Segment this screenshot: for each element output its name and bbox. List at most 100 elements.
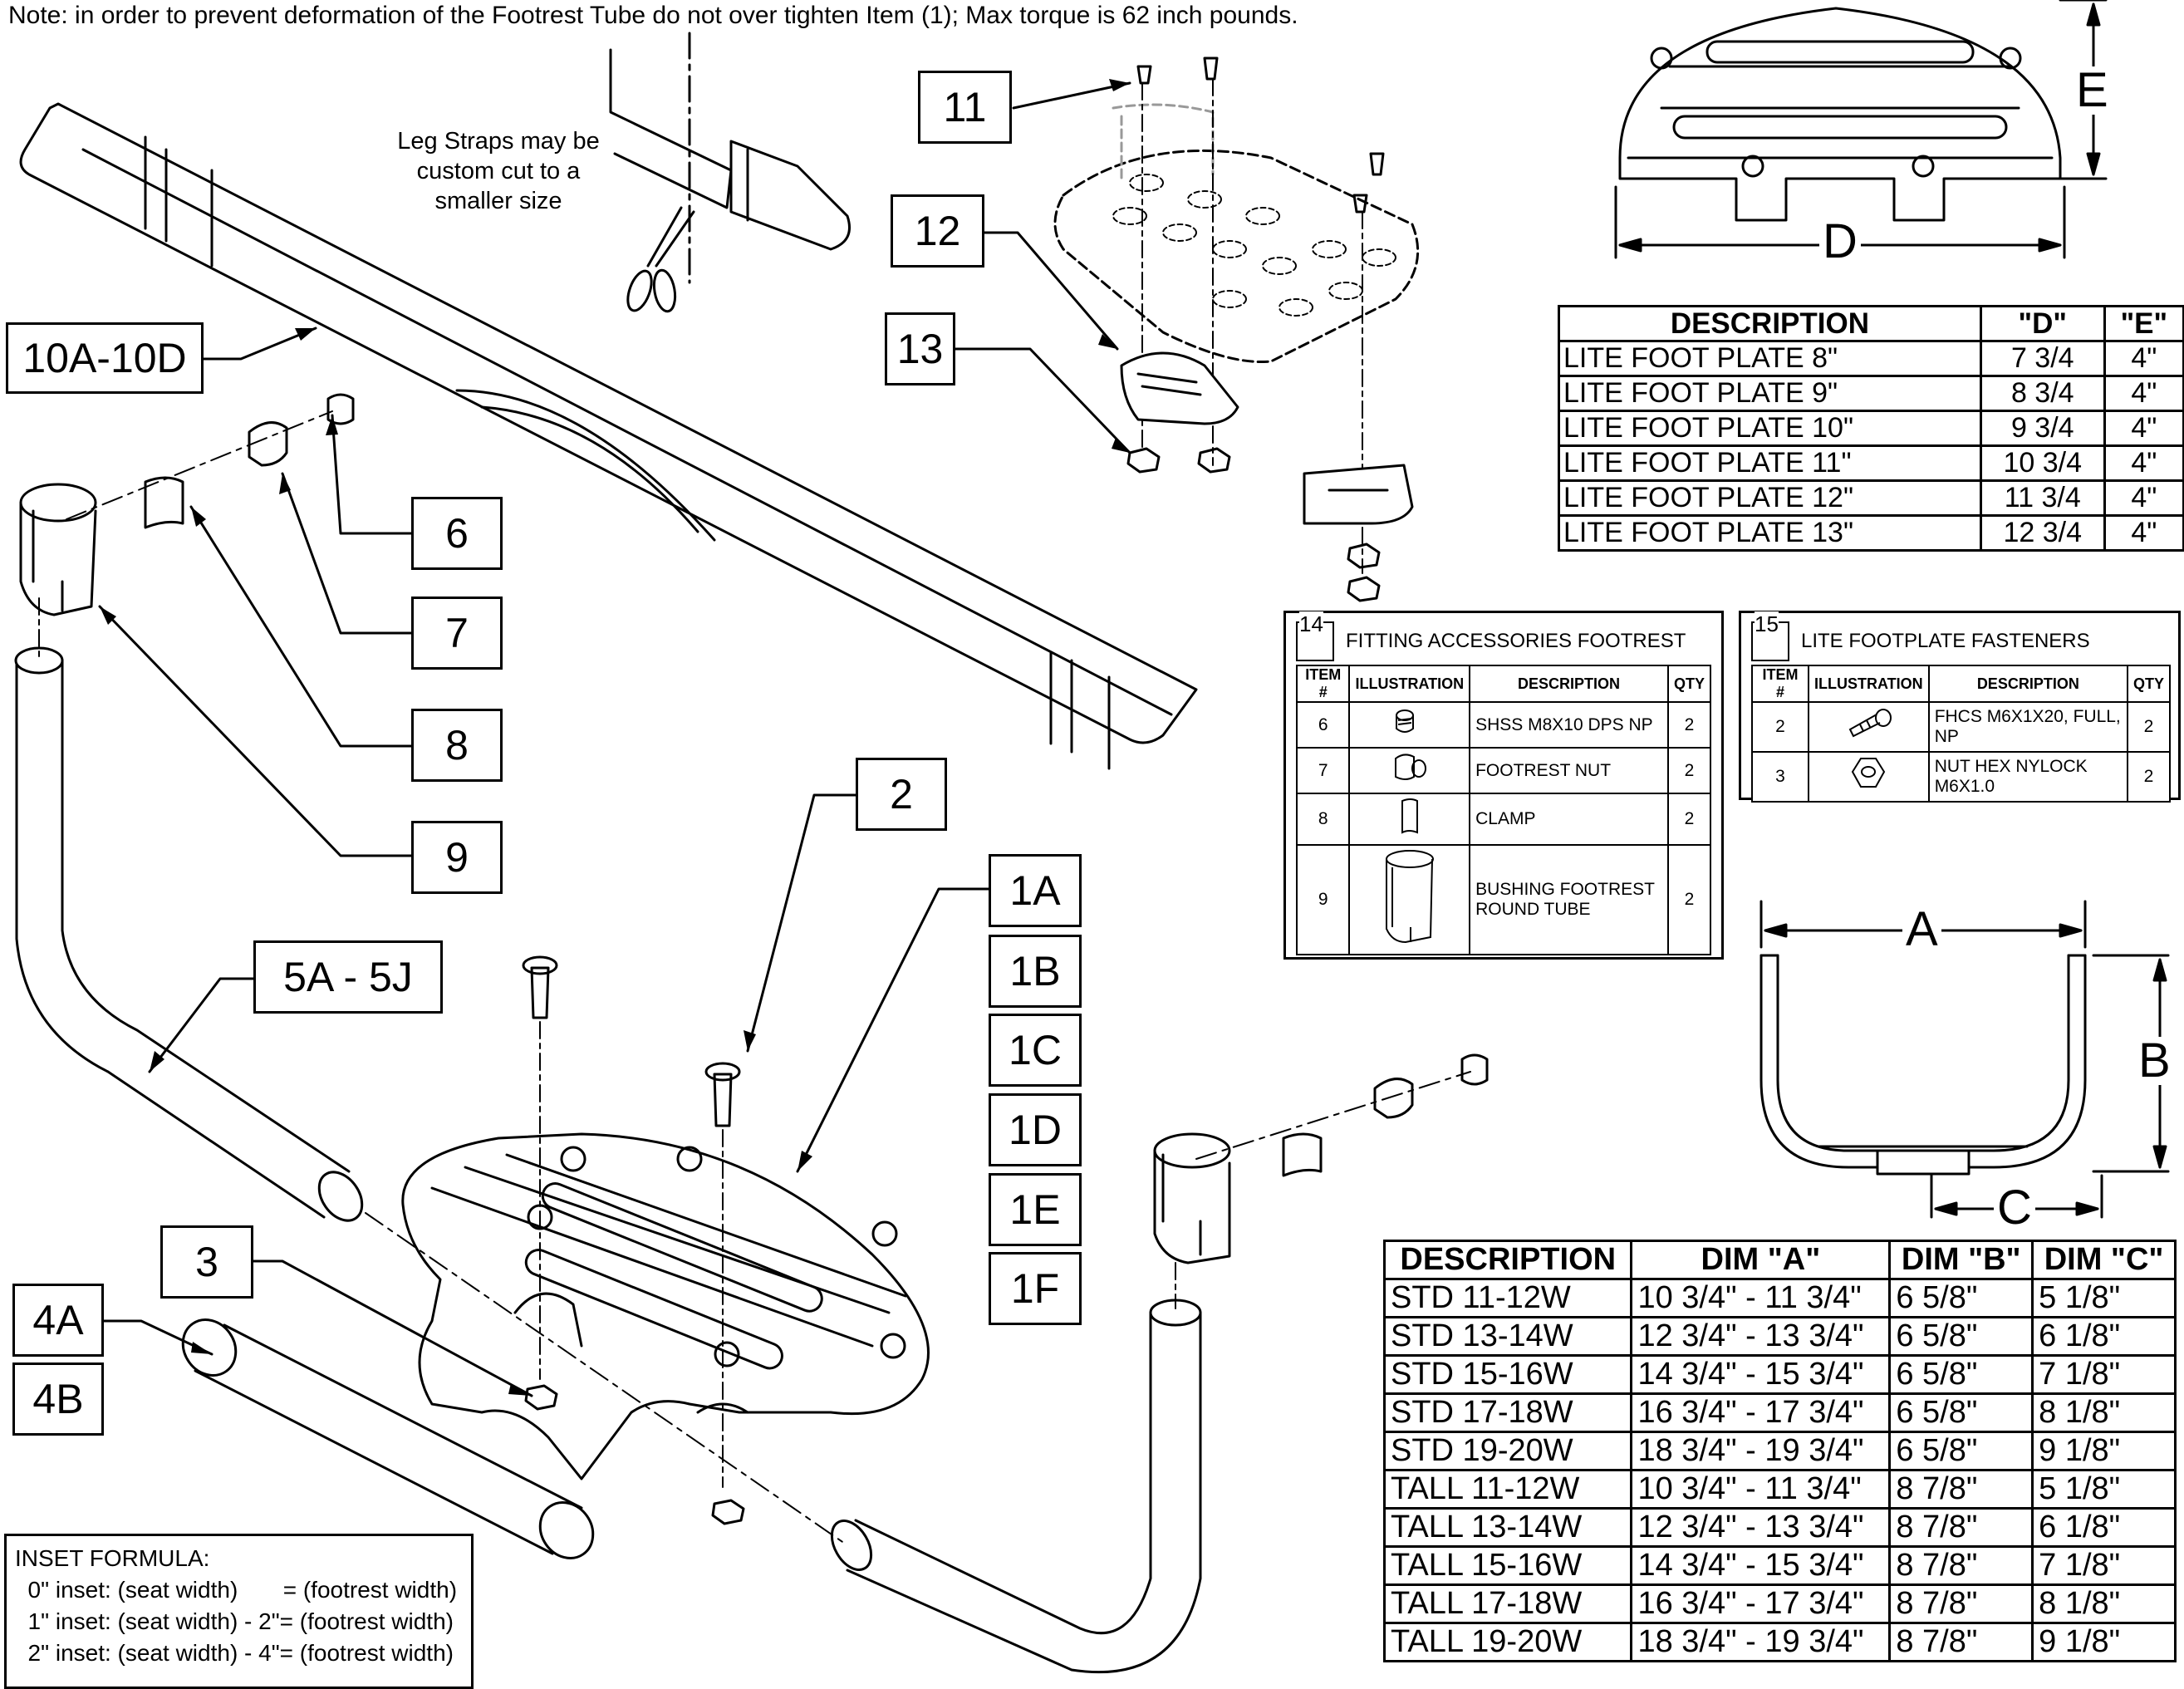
table-cell: 16 3/4" - 17 3/4" [1630,1583,1892,1624]
small-footplate-drawing [1053,56,1420,602]
item-description: NUT HEX NYLOCK M6X1.0 [1927,751,2128,803]
table-cell: 10 3/4" - 11 3/4" [1630,1278,1892,1318]
callout-3: 3 [160,1225,253,1299]
callout-12: 12 [891,194,984,268]
callout-2: 2 [856,758,947,831]
table-cell: 5 1/8" [2031,1278,2177,1318]
item-qty: 2 [2126,751,2172,803]
column-header: DIM "B" [1888,1240,2034,1280]
leader-lines [98,81,1131,1397]
leg-strap-note-line: Leg Straps may be [397,128,600,155]
column-header: DESCRIPTION [1469,665,1669,703]
torque-note: Note: in order to prevent deformation of… [8,2,1298,29]
table-cell: TALL 11-12W [1382,1469,1633,1510]
inset-formula-title: INSET FORMULA: [15,1545,210,1571]
table-header-row: DESCRIPTION DIM "A" DIM "B" DIM "C" [1382,1240,2177,1280]
dim-label-d: D [1819,218,1861,266]
column-header: ITEM # [1750,665,1810,703]
table-header-row: ITEM # ILLUSTRATION DESCRIPTION QTY [1295,665,1712,703]
table-cell: LITE FOOT PLATE 10" [1558,410,1982,447]
item-number: 8 [1295,793,1351,846]
callout-8: 8 [411,709,503,782]
column-header: "E" [2103,305,2184,342]
leg-strap-drawing [19,32,1198,770]
hex-nut-icon [1808,751,1930,803]
fitting-accessories-table: ITEM # ILLUSTRATION DESCRIPTION QTY 6 SH… [1295,665,1712,955]
table-cell: LITE FOOT PLATE 13" [1558,514,1982,552]
table-cell: 8 3/4 [1979,375,2106,412]
dim-label-e: E [2073,66,2112,115]
item-description: BUSHING FOOTREST ROUND TUBE [1469,844,1669,955]
callout-13: 13 [885,312,955,385]
table-cell: 4" [2103,375,2184,412]
item-number: 7 [1295,747,1351,794]
table-cell: 11 3/4 [1979,479,2106,517]
footrest-nut-icon [1348,747,1471,794]
main-footplate-drawing [401,1132,930,1480]
item-number: 2 [1750,701,1810,753]
callout-4b: 4B [12,1362,104,1436]
table-cell: 14 3/4" - 15 3/4" [1630,1354,1892,1395]
item-description: FOOTREST NUT [1469,747,1669,794]
callout-1a: 1A [989,854,1082,927]
callout-5a-5j: 5A - 5J [253,940,443,1014]
table-cell: 8 7/8" [1888,1507,2034,1548]
leg-strap-note-line: smaller size [434,188,562,214]
table-cell: 12 3/4" - 13 3/4" [1630,1316,1892,1357]
table-cell: 7 1/8" [2031,1545,2177,1586]
callout-1c: 1C [989,1014,1082,1087]
table-cell: 4" [2103,410,2184,447]
table-cell: 8 7/8" [1888,1622,2034,1662]
table-cell: LITE FOOT PLATE 8" [1558,340,1982,377]
inset-formula-line: 1" inset: (seat width) - 2"= (footrest w… [15,1608,454,1634]
panel-number: 15 [1755,611,1779,637]
item-qty: 2 [2126,701,2172,753]
table-cell: 9 3/4 [1979,410,2106,447]
u-frame-dimension-view [1759,900,2170,1219]
frame-dimensions-table: DESCRIPTION DIM "A" DIM "B" DIM "C" STD … [1382,1240,2177,1662]
item-number: 9 [1295,844,1351,955]
dim-label-b: B [2135,1037,2174,1085]
table-cell: 18 3/4" - 19 3/4" [1630,1622,1892,1662]
item-qty: 2 [1666,747,1712,794]
column-header: ILLUSTRATION [1348,665,1471,703]
right-tube-drawing [365,1212,1202,1674]
footplate-size-table: DESCRIPTION "D" "E" LITE FOOT PLATE 8"7 … [1558,305,2184,552]
item-description: FHCS M6X1X20, FULL, NP [1927,701,2128,753]
table-cell: 6 1/8" [2031,1507,2177,1548]
column-header: DIM "A" [1630,1240,1892,1280]
item-number: 6 [1295,701,1351,749]
table-cell: 18 3/4" - 19 3/4" [1630,1431,1892,1471]
table-cell: 4" [2103,479,2184,517]
table-cell: 14 3/4" - 15 3/4" [1630,1545,1892,1586]
callout-4a: 4A [12,1284,104,1357]
table-cell: STD 15-16W [1382,1354,1633,1395]
table-cell: 6 5/8" [1888,1431,2034,1471]
item-description: CLAMP [1469,793,1669,846]
table-cell: 4" [2103,340,2184,377]
callout-1e: 1E [989,1173,1082,1246]
table-cell: 6 5/8" [1888,1278,2034,1318]
footplate-top-view [1614,0,2108,259]
dim-label-a: A [1902,906,1941,954]
table-cell: TALL 19-20W [1382,1622,1633,1662]
table-row: 3 NUT HEX NYLOCK M6X1.0 2 [1750,751,2172,803]
table-cell: 6 5/8" [1888,1354,2034,1395]
table-row: 2 FHCS M6X1X20, FULL, NP 2 [1750,701,2172,753]
panel-number: 14 [1299,611,1323,637]
panel-title: LITE FOOTPLATE FASTENERS [1801,630,2090,652]
table-row: 9 BUSHING FOOTREST ROUND TUBE 2 [1295,844,1712,955]
footplate-fasteners-panel: 15 LITE FOOTPLATE FASTENERS ITEM # ILLUS… [1739,611,2181,803]
leg-strap-note-line: custom cut to a [416,158,581,184]
column-header: ILLUSTRATION [1808,665,1930,703]
item-qty: 2 [1666,844,1712,955]
table-cell: 8 7/8" [1888,1469,2034,1510]
table-cell: 8 1/8" [2031,1583,2177,1624]
